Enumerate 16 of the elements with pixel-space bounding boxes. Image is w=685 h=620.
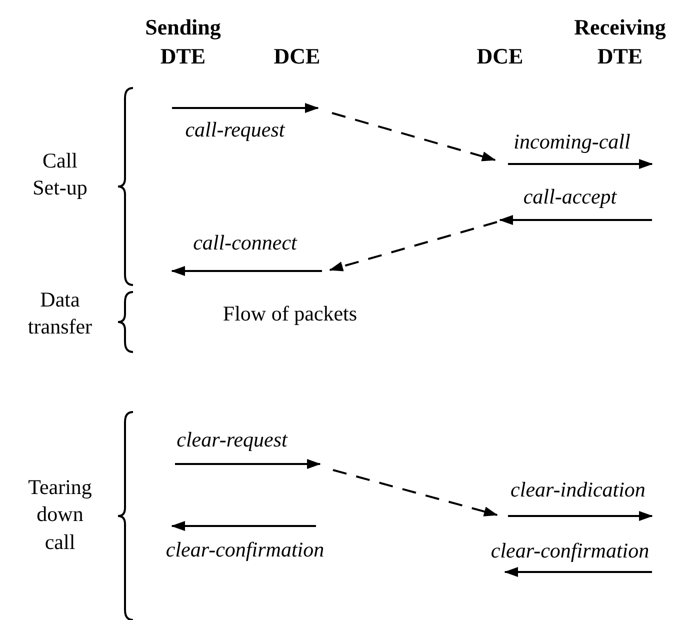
message-label: clear-indication [510,476,646,504]
message-label: call-accept [523,183,617,210]
phase-label: Tearing down call [27,474,93,556]
message-label: clear-request [176,426,288,454]
message-label: call-request [185,116,285,144]
message-label: call-connect [193,229,297,256]
phase-label: Data transfer [26,286,94,341]
message-label: clear-confirmation [166,536,324,564]
note-text: Flow of packets [222,300,358,328]
column-heading: Receiving DTE [573,13,667,70]
phase-label: Call Set-up [32,148,88,202]
message-label: incoming-call [514,128,630,156]
message-label: clear-confirmation [490,537,650,564]
column-heading: Sending DTE [144,13,222,70]
column-heading: DCE [274,42,320,71]
column-heading: DCE [476,42,524,71]
